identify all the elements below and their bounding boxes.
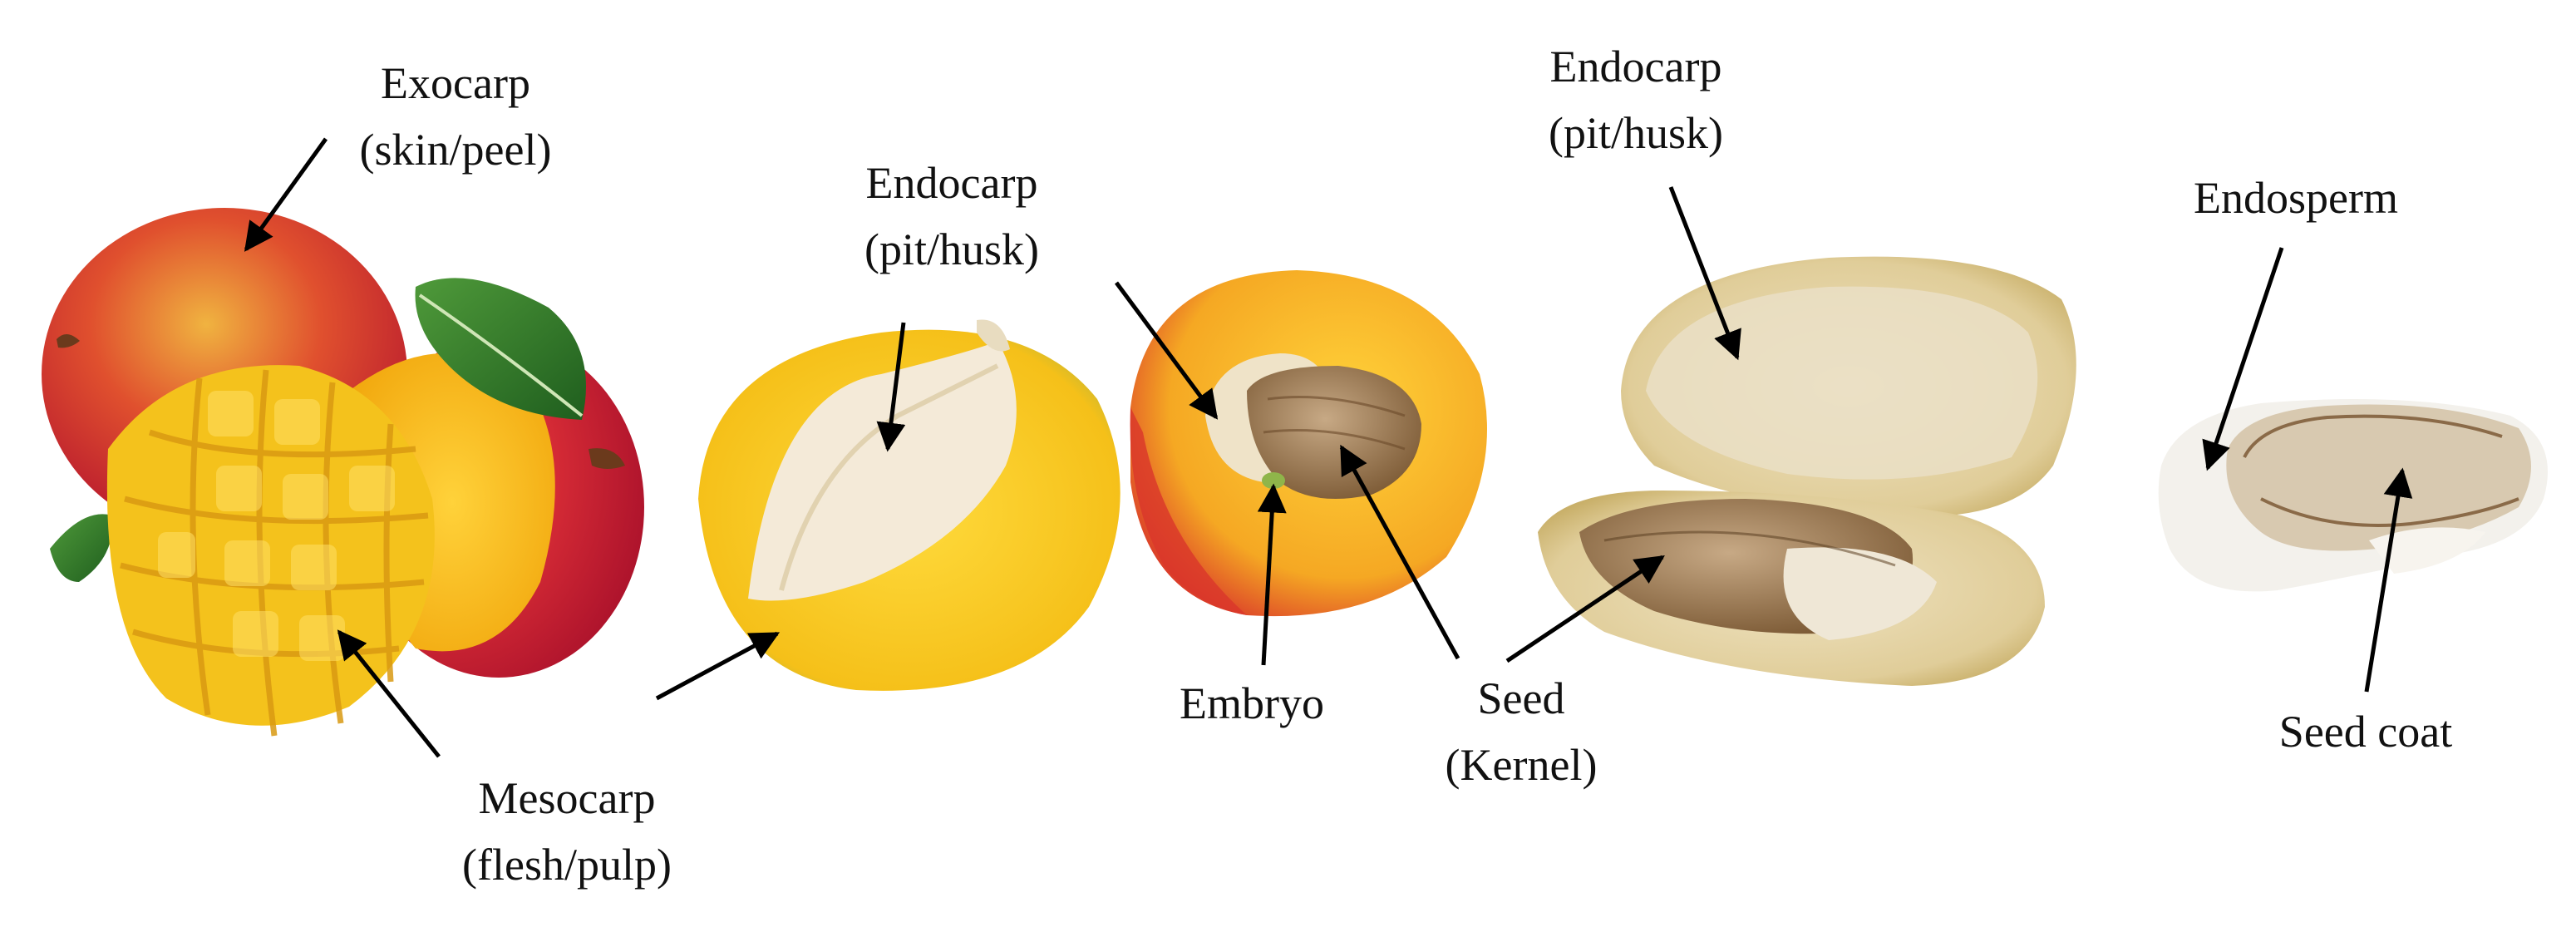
label-embryo: Embryo: [1180, 670, 1324, 737]
label-endocarp-left-line2: (pit/husk): [864, 224, 1039, 274]
label-mesocarp: Mesocarp (flesh/pulp): [462, 765, 672, 898]
whole-mango-group: [42, 208, 644, 737]
arrow-endocarp-left-2: [1114, 281, 1219, 420]
arrow-mesocarp-1: [337, 629, 441, 758]
label-mesocarp-line2: (flesh/pulp): [462, 840, 672, 890]
kernel-mango-group: [1130, 270, 1487, 617]
label-seed: Seed (Kernel): [1446, 665, 1598, 798]
husk-kernel-white: [1783, 547, 1937, 640]
arrow-embryo: [1257, 483, 1287, 666]
label-endocarp-right-line1: Endocarp: [1549, 42, 1722, 91]
label-endosperm-line1: Endosperm: [2194, 173, 2398, 223]
arrow-exocarp: [244, 137, 328, 252]
mango-stem-right: [589, 448, 625, 469]
label-mesocarp-line1: Mesocarp: [478, 773, 656, 823]
mango-stem-left: [57, 333, 80, 348]
callout-arrows: [244, 137, 2413, 758]
arrow-endocarp-right: [1668, 186, 1741, 361]
label-seed-line2: (Kernel): [1445, 740, 1598, 790]
label-endocarp-left: Endocarp (pit/husk): [864, 150, 1039, 283]
opened-husk-group: [1538, 256, 2076, 686]
halved-mango-endocarp: [748, 341, 1017, 601]
mango-leaf-left: [50, 514, 113, 582]
arrow-endocarp-left-1: [876, 322, 906, 452]
arrow-endosperm: [2202, 247, 2284, 471]
arrow-seed-1: [1339, 444, 1460, 660]
label-exocarp: Exocarp (skin/peel): [360, 50, 552, 183]
arrow-mesocarp-2: [655, 631, 781, 701]
label-embryo-line1: Embryo: [1180, 678, 1324, 728]
label-endocarp-right: Endocarp (pit/husk): [1549, 33, 1723, 166]
label-exocarp-line2: (skin/peel): [359, 125, 552, 175]
label-endocarp-right-line2: (pit/husk): [1549, 108, 1723, 158]
label-endosperm: Endosperm: [2194, 165, 2398, 231]
seed-cross-section-group: [2158, 399, 2548, 592]
arrow-seed-2: [1505, 555, 1665, 663]
label-exocarp-line1: Exocarp: [381, 58, 530, 108]
halved-mango-group: [698, 319, 1121, 691]
label-seed-line1: Seed: [1477, 673, 1565, 723]
arrow-seed-coat: [2364, 467, 2413, 693]
label-endocarp-left-line1: Endocarp: [865, 158, 1038, 208]
label-seed-coat-line1: Seed coat: [2278, 707, 2453, 757]
label-seed-coat: Seed coat: [2279, 698, 2452, 765]
